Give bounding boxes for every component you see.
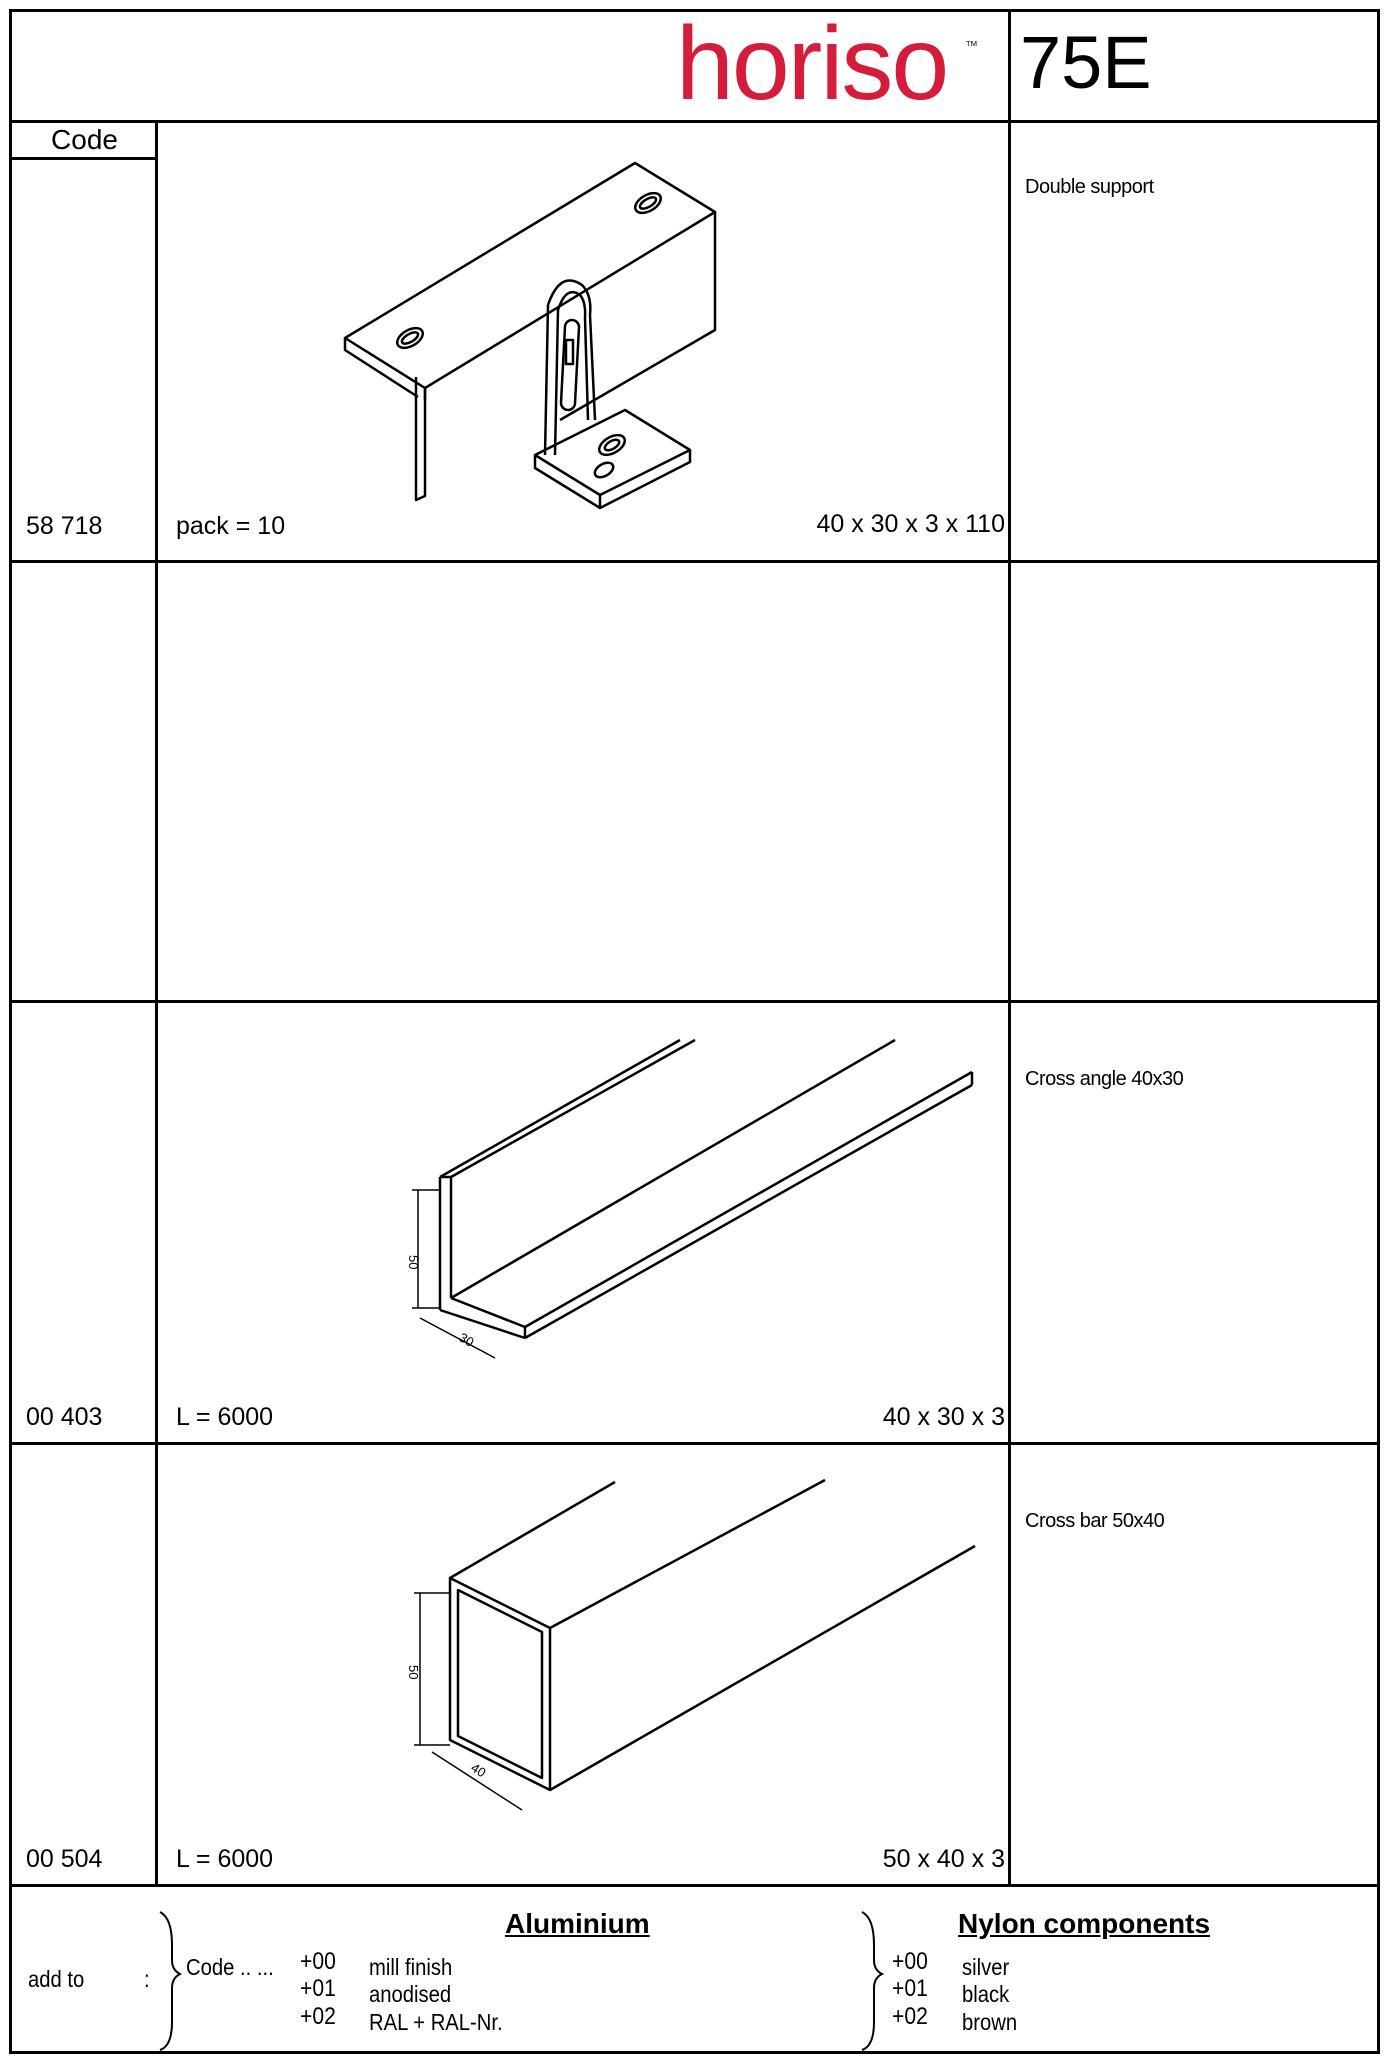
row-divider [9, 1000, 1380, 1003]
dimensions: 50 x 40 x 3 [882, 1845, 1005, 1873]
angle-width-label: 30 [457, 1330, 477, 1350]
angle-height-label: 50 [406, 1255, 421, 1269]
finish-label: RAL + RAL-Nr. [369, 2009, 503, 2035]
finish-label: anodised [369, 1981, 452, 2007]
product-description: Cross bar 50x40 [1025, 1510, 1165, 1532]
code-header-underline [9, 157, 157, 160]
dimensions: 40 x 30 x 3 [882, 1403, 1005, 1431]
header-divider [9, 120, 1380, 123]
color-code: +00 [892, 1948, 928, 1975]
product-code: 00 403 [26, 1403, 103, 1431]
code-column-divider [155, 120, 158, 1887]
finish-code: +00 [300, 1948, 336, 1975]
dimensions: 40 x 30 x 3 x 110 [816, 510, 1005, 538]
pack-quantity: pack = 10 [176, 512, 286, 540]
nylon-heading: Nylon components [958, 1908, 1211, 1939]
finish-label: mill finish [369, 1954, 453, 1980]
description-column-divider [1008, 9, 1011, 1887]
length: L = 6000 [176, 1845, 274, 1873]
tube-height-label: 50 [406, 1665, 421, 1679]
color-code: +01 [892, 1975, 928, 2002]
color-code: +02 [892, 2003, 928, 2030]
row-divider [9, 560, 1380, 563]
brand-logo: horiso [676, 6, 949, 122]
color-label: black [962, 1981, 1010, 2007]
row-divider [9, 1442, 1380, 1445]
color-label: silver [962, 1954, 1010, 1980]
color-label: brown [962, 2009, 1018, 2035]
length: L = 6000 [176, 1403, 274, 1431]
aluminium-heading: Aluminium [505, 1908, 650, 1939]
trademark-mark: ™ [965, 38, 978, 53]
product-description: Cross angle 40x30 [1025, 1068, 1184, 1090]
product-code: 58 718 [26, 512, 103, 540]
series-number: 75E [1020, 21, 1152, 104]
add-to-colon: : [144, 1966, 150, 1992]
code-column-header: Code [51, 124, 118, 155]
product-code: 00 504 [26, 1845, 103, 1873]
finish-code: +02 [300, 2003, 336, 2030]
finish-code: +01 [300, 1975, 336, 2002]
datasheet-frame [9, 9, 1380, 2054]
add-to-label: add to [28, 1966, 85, 1992]
footer-divider [9, 1884, 1380, 1887]
product-description: Double support [1025, 176, 1154, 198]
code-prefix: Code .. ... [186, 1954, 274, 1980]
tube-width-label: 40 [468, 1760, 488, 1780]
